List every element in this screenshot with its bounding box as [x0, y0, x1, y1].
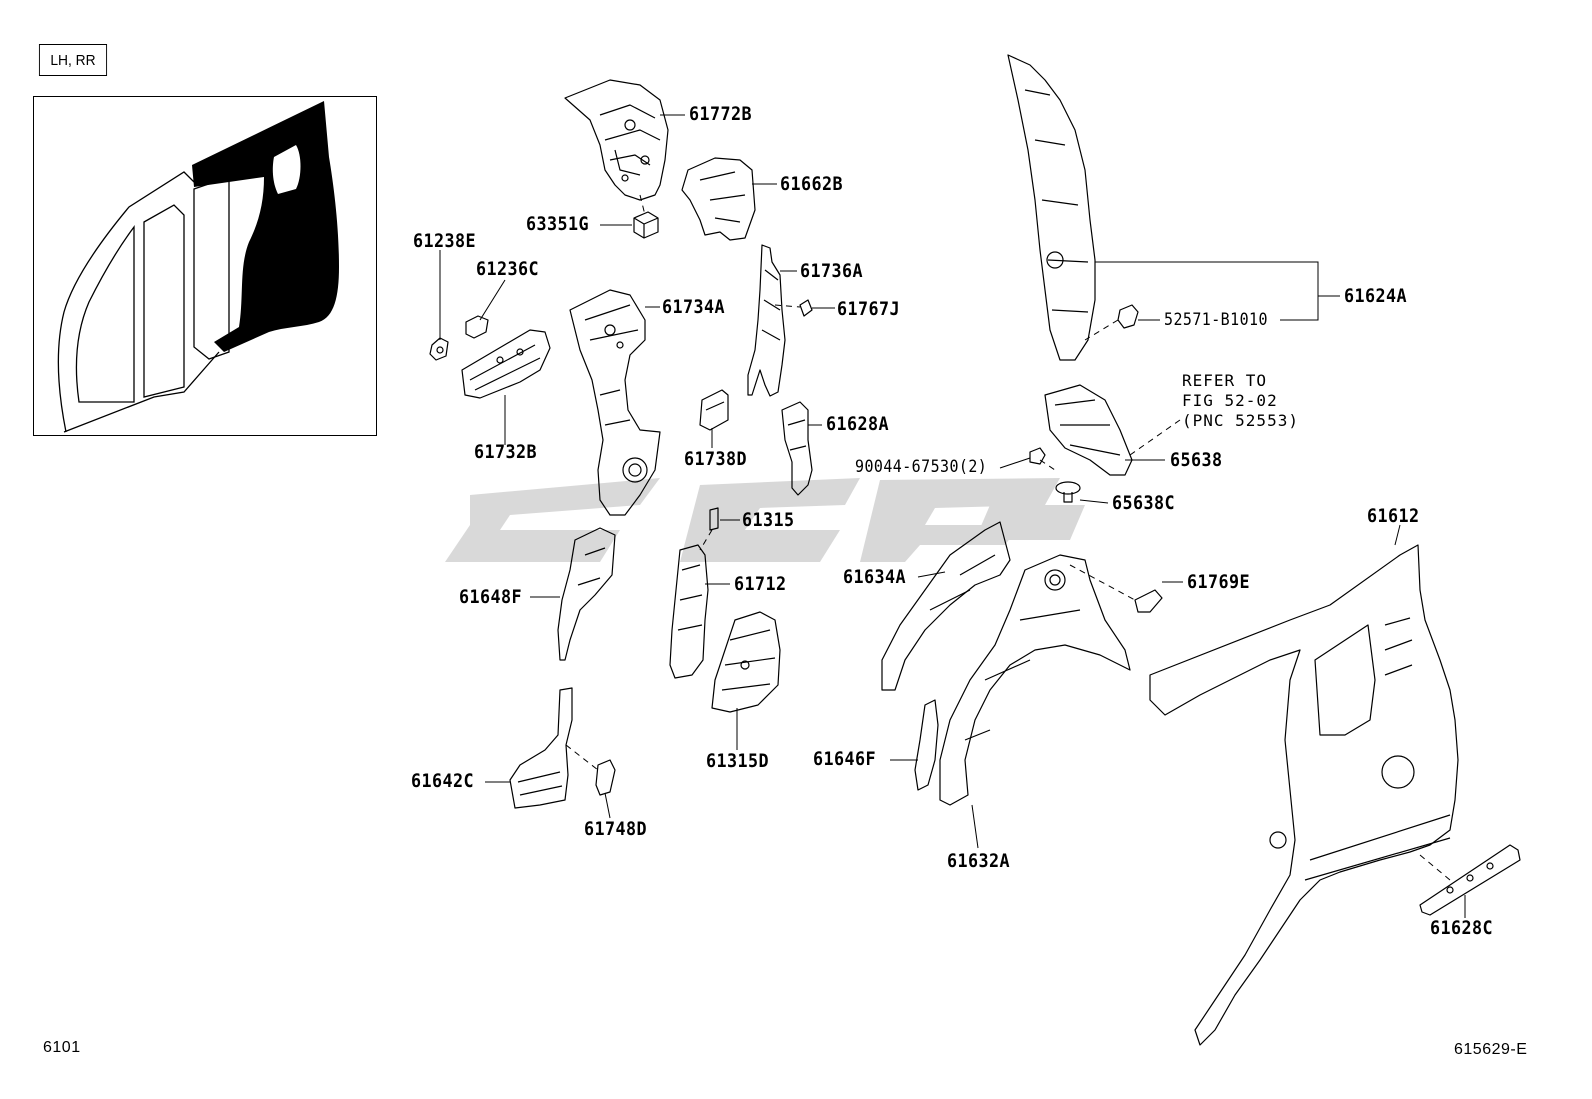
- label-90044-67530: 90044-67530(2): [855, 457, 988, 477]
- label-61734A: 61734A: [662, 296, 726, 318]
- label-61732B: 61732B: [474, 441, 538, 463]
- label-52571-B1010: 52571-B1010: [1164, 310, 1268, 330]
- part-90044-67530: [1029, 447, 1046, 465]
- part-61315: [709, 507, 719, 531]
- part-63351G: [633, 211, 659, 239]
- label-61628A: 61628A: [826, 413, 890, 435]
- part-65638C: [1055, 481, 1081, 503]
- part-61738D: [699, 389, 729, 431]
- label-61772B: 61772B: [689, 103, 753, 125]
- part-65638: [1044, 384, 1133, 476]
- reference-note: REFER TO FIG 52-02 (PNC 52553): [1182, 371, 1299, 431]
- vehicle-locator-inset: [33, 96, 377, 436]
- reference-note-line3: (PNC 52553): [1182, 411, 1299, 430]
- part-61769E: [1134, 589, 1163, 613]
- label-61315: 61315: [742, 509, 795, 531]
- side-badge: LH, RR: [38, 44, 108, 76]
- label-61712: 61712: [734, 573, 787, 595]
- part-61748D: [595, 759, 616, 796]
- vehicle-side-outline: [57, 101, 339, 433]
- label-61315D: 61315D: [706, 750, 770, 772]
- label-61628C: 61628C: [1430, 917, 1494, 939]
- watermark-logo: [445, 478, 1085, 562]
- figure-number: 6101: [43, 1039, 81, 1056]
- label-61612: 61612: [1367, 505, 1420, 527]
- part-61236C: [465, 315, 489, 339]
- part-61772B: [564, 79, 669, 201]
- label-65638: 65638: [1170, 449, 1223, 471]
- label-61736A: 61736A: [800, 260, 864, 282]
- part-61628A: [781, 401, 813, 496]
- part-61732B: [461, 329, 551, 399]
- label-61624A: 61624A: [1344, 285, 1408, 307]
- part-61734A: [569, 289, 661, 516]
- label-61767J: 61767J: [837, 298, 901, 320]
- reference-note-line2: FIG 52-02: [1182, 391, 1278, 410]
- part-61646F: [914, 699, 939, 791]
- part-61238E: [429, 337, 449, 361]
- part-61662B: [681, 157, 756, 241]
- label-61769E: 61769E: [1187, 571, 1251, 593]
- label-61748D: 61748D: [584, 818, 648, 840]
- illustration-code: 615629-E: [1454, 1041, 1528, 1058]
- label-61648F: 61648F: [459, 586, 523, 608]
- part-61642C: [509, 687, 573, 809]
- part-61315D: [711, 611, 781, 713]
- label-61236C: 61236C: [476, 258, 540, 280]
- side-badge-text: LH, RR: [50, 51, 96, 69]
- label-61238E: 61238E: [413, 230, 477, 252]
- part-61628C: [1419, 844, 1521, 916]
- label-61634A: 61634A: [843, 566, 907, 588]
- label-65638C: 65638C: [1112, 492, 1176, 514]
- label-61632A: 61632A: [947, 850, 1011, 872]
- part-61624A: [1007, 54, 1096, 361]
- part-61632A: [939, 554, 1131, 806]
- part-61712: [669, 544, 709, 679]
- label-61662B: 61662B: [780, 173, 844, 195]
- part-52571-B1010: [1117, 304, 1139, 329]
- leader-lines: [439, 114, 1466, 918]
- label-61646F: 61646F: [813, 748, 877, 770]
- part-61648F: [557, 527, 616, 661]
- part-61612: [1149, 544, 1459, 1046]
- label-61738D: 61738D: [684, 448, 748, 470]
- part-61767J: [799, 299, 813, 317]
- assembly-dashed-lines: [565, 194, 1451, 881]
- label-63351G: 63351G: [526, 213, 590, 235]
- part-61634A: [881, 521, 1011, 691]
- label-61642C: 61642C: [411, 770, 475, 792]
- reference-note-line1: REFER TO: [1182, 371, 1268, 390]
- part-61736A: [747, 244, 786, 397]
